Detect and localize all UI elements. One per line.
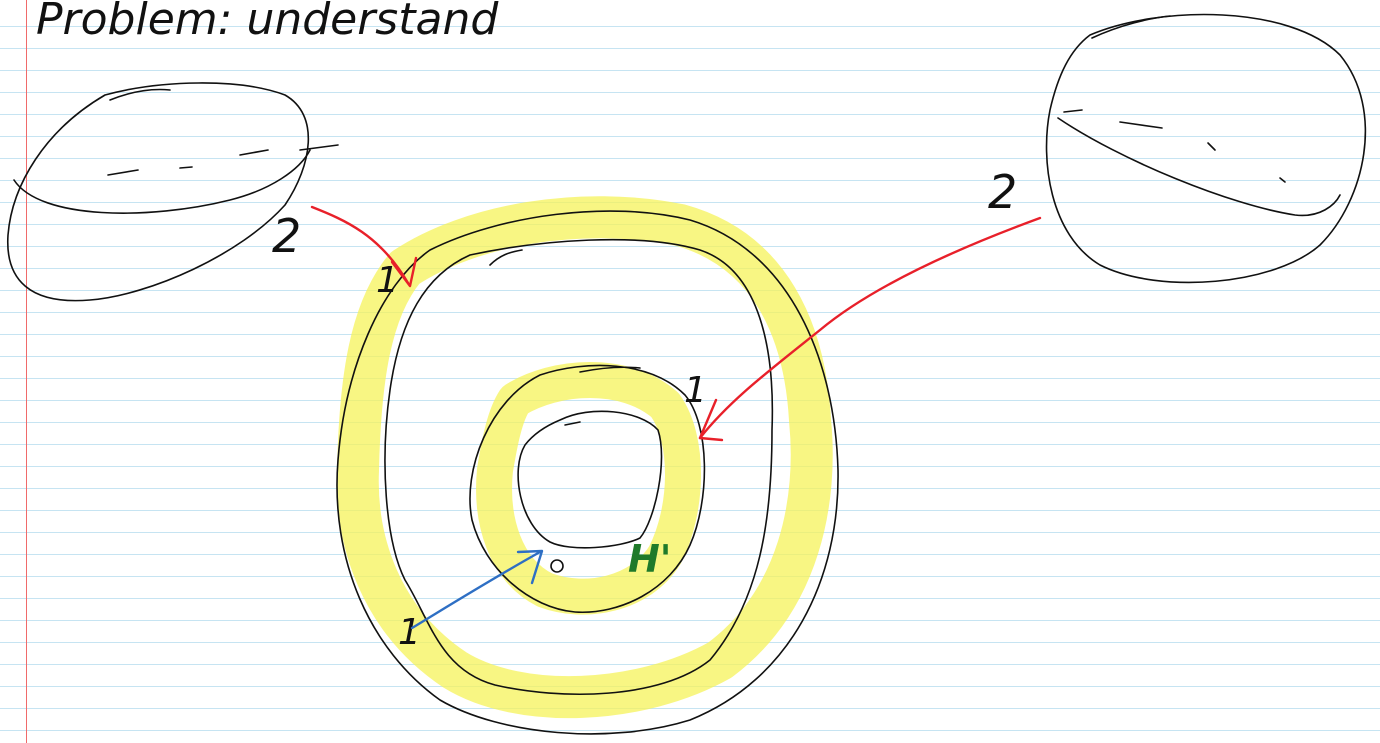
left-lens-tick: [299, 144, 339, 151]
right-red-arrow-head: [698, 398, 724, 442]
left-red-arrow-head: [390, 256, 418, 288]
outer-inner-edge-stroke: [489, 249, 523, 266]
left-lens-outline: [7, 82, 310, 302]
right-ball-label: 2: [988, 165, 1017, 219]
left-lens-label: 2: [272, 209, 301, 263]
left-lens-dash-2: [179, 166, 193, 169]
inner-ring-top-label: 1: [684, 370, 707, 411]
right-ball-outline: [1045, 13, 1367, 284]
homology-label: H': [628, 537, 671, 581]
left-lens-top-stroke: [109, 88, 171, 101]
left-lens-dash-1: [107, 169, 139, 176]
right-ball-top-stroke: [1091, 15, 1171, 39]
right-ball-dash-3: [1207, 142, 1216, 151]
lower-left-label: 1: [398, 612, 421, 653]
inner-annulus-outer-edge: [469, 364, 706, 613]
right-red-arrow-shaft: [698, 216, 1042, 440]
right-ball-equator: [1057, 117, 1341, 217]
left-lens-dash-3: [239, 149, 269, 156]
outer-arrow-tip-label: 1: [376, 260, 399, 301]
left-lens-rim: [13, 149, 311, 214]
inner-ring-top-stroke: [579, 366, 641, 373]
outer-annulus-inner-edge: [384, 238, 774, 696]
outer-annulus-highlight: [336, 196, 833, 719]
blue-arrow-head: [516, 549, 544, 585]
right-ball-dash-2: [1119, 121, 1163, 129]
left-red-arrow-shaft: [310, 205, 410, 285]
margin-line: [26, 0, 27, 743]
blue-arrow-shaft: [410, 550, 542, 630]
right-ball-dash-4: [1279, 177, 1286, 183]
basepoint-circle: [550, 559, 564, 573]
inner-annulus-highlight: [476, 362, 701, 615]
inner-hole-tick: [564, 421, 581, 426]
right-ball-dash-1: [1063, 109, 1083, 113]
outer-disk-outline: [336, 210, 839, 735]
inner-hole-outline: [517, 410, 663, 549]
heading-text: Problem: understand: [36, 0, 499, 45]
